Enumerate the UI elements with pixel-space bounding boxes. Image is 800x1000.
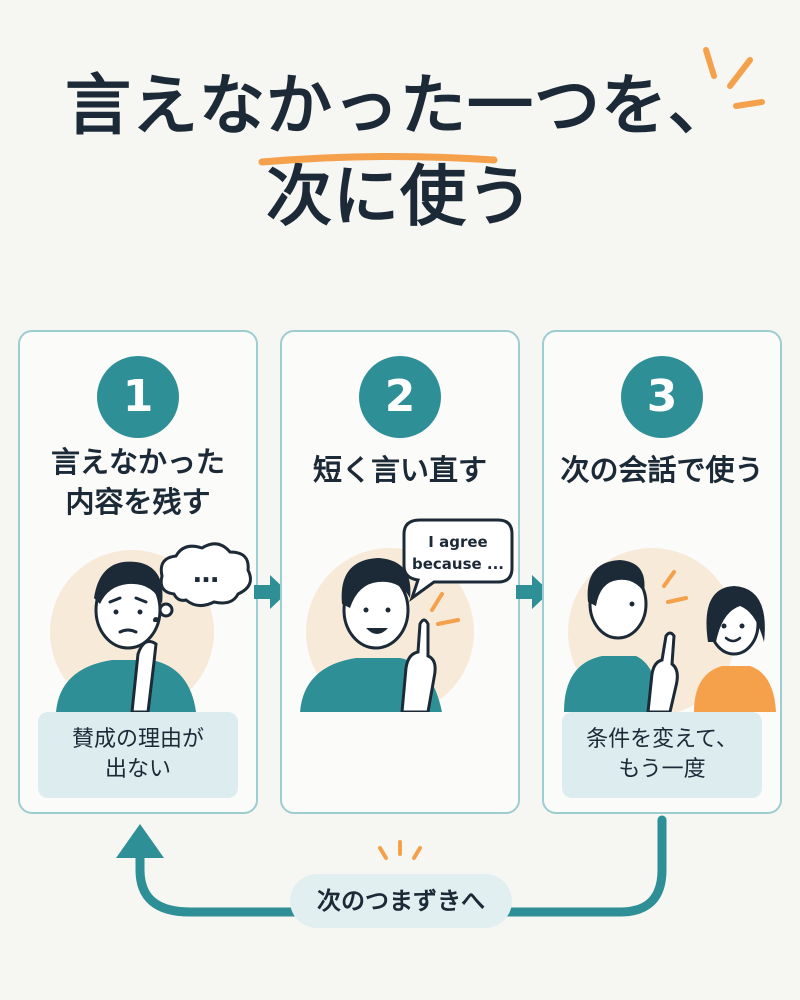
title-underline-icon xyxy=(258,152,498,166)
arrow-right-icon xyxy=(516,575,550,609)
speech-line-2: because ... xyxy=(412,555,504,573)
title-line-1: 言えなかった一つを、 xyxy=(65,67,735,144)
step-number-badge: 1 xyxy=(97,356,179,438)
step-card-2: 2 短く言い直す I agree because ... xyxy=(280,330,520,814)
step-title: 次の会話で使う xyxy=(560,453,764,487)
step-number-badge: 3 xyxy=(621,356,703,438)
loop-label: 次のつまずきへ xyxy=(290,874,512,928)
thought-text: … xyxy=(193,559,219,589)
sparkle-icon xyxy=(703,47,765,109)
step-card-1: 1 言えなかった 内容を残す … 賛成の理由が 出ない xyxy=(18,330,258,814)
conversation-illustration xyxy=(564,548,776,712)
step-title: 短く言い直す xyxy=(312,453,487,487)
step-card-3: 3 次の会話で使う 条件を変えて、 もう一度 xyxy=(542,330,782,814)
arrow-right-icon xyxy=(254,575,288,609)
page-title: 言えなかった一つを、 次に使う xyxy=(0,60,800,242)
title-line-2: 次に使う xyxy=(266,158,534,236)
step-title: 言えなかった 内容を残す xyxy=(50,445,225,519)
loop-arrow-icon xyxy=(116,815,667,917)
speech-line-1: I agree xyxy=(428,533,487,551)
thought-bubble-icon: … xyxy=(153,542,252,622)
speaking-person-illustration xyxy=(300,548,474,712)
step-note: 条件を変えて、 もう一度 xyxy=(562,712,762,798)
step-number-badge: 2 xyxy=(359,356,441,438)
step-note: 賛成の理由が 出ない xyxy=(38,712,238,798)
speech-bubble-icon: I agree because ... xyxy=(402,518,514,602)
